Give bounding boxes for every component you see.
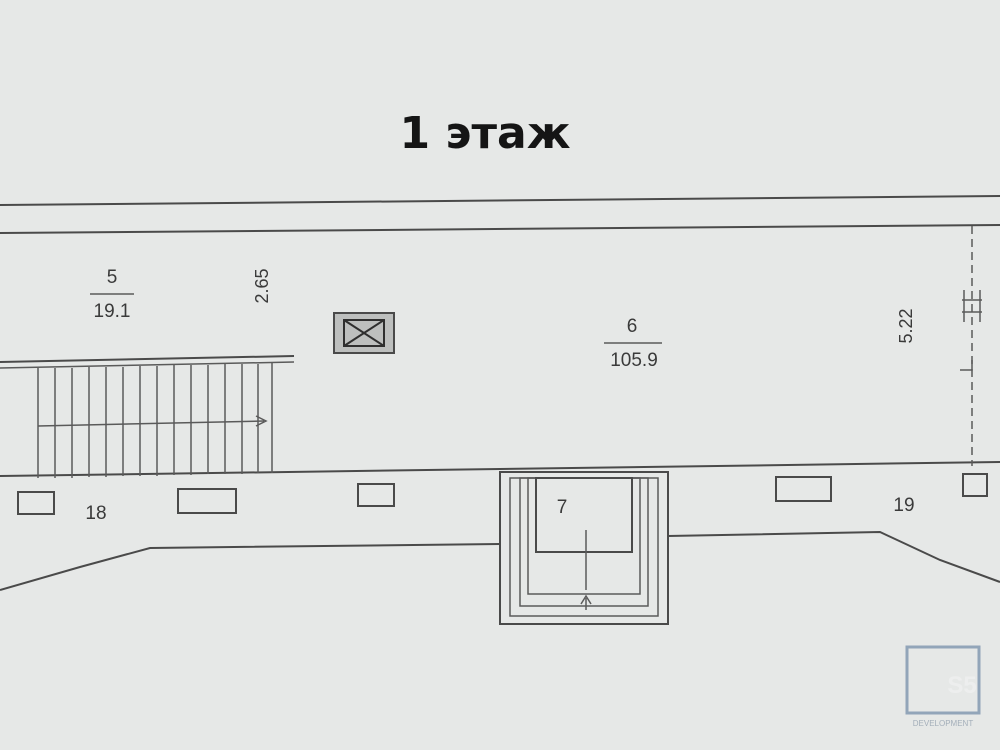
room-7-number: 7 — [557, 497, 568, 518]
room-6-area: 105.9 — [610, 350, 658, 371]
plan-title: 1 этаж — [400, 108, 571, 159]
dimension-5-22: 5.22 — [896, 308, 916, 343]
ground-line-right — [667, 530, 1000, 583]
stair-landing — [0, 355, 295, 363]
room-18-number: 18 — [85, 503, 106, 524]
ground-line-left — [0, 543, 501, 591]
facade-wall — [0, 461, 1000, 477]
logo-mark: S5 — [947, 672, 976, 699]
logo-caption: DEVELOPMENT — [913, 719, 974, 728]
room-5-number: 5 — [107, 267, 118, 288]
vent-shaft-icon — [333, 312, 395, 354]
entrance-vestibule — [499, 471, 669, 625]
dimension-2-65: 2.65 — [252, 268, 272, 303]
outer-wall-top — [0, 195, 1000, 206]
room-6-number: 6 — [627, 316, 638, 337]
windows — [17, 473, 988, 515]
room-19-number: 19 — [893, 495, 914, 516]
staircase — [37, 363, 273, 478]
s5-development-logo: S5 DEVELOPMENT — [905, 645, 981, 728]
dimension-line-right — [960, 226, 982, 466]
outer-wall-inner — [0, 224, 1000, 234]
room-5-area: 19.1 — [94, 301, 131, 322]
